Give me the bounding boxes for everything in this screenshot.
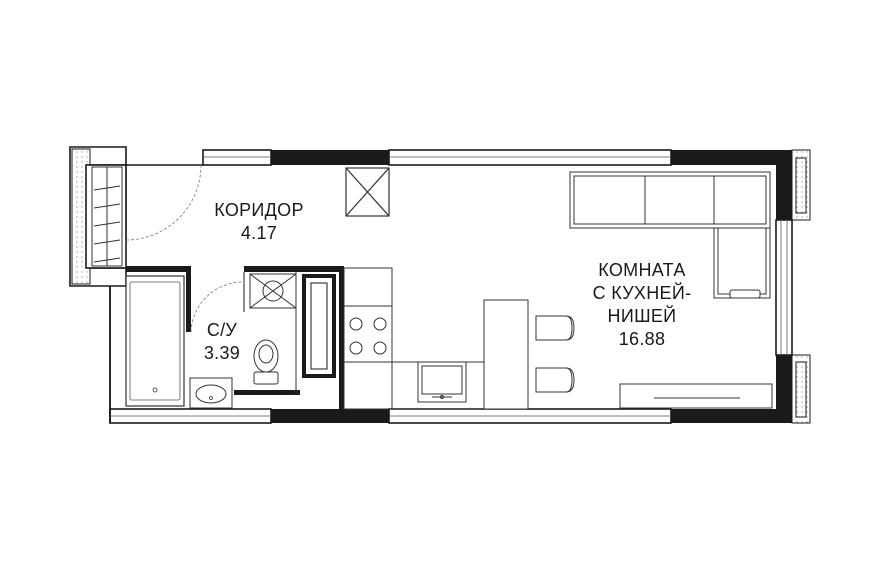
right-wall-bottom (776, 355, 792, 423)
wardrobe (91, 166, 123, 267)
bottom-column-1 (271, 409, 389, 423)
room-label-bathroom: С/У 3.39 (190, 319, 254, 365)
washing-machine (249, 273, 297, 309)
right-exterior (780, 149, 811, 424)
top-column-1 (271, 150, 389, 165)
living-name-line3: НИШЕЙ (607, 306, 677, 326)
shaft-wall (339, 266, 344, 409)
right-wall-top (776, 150, 792, 220)
room-label-corridor: КОРИДОР 4.17 (200, 199, 318, 245)
top-wall-left (202, 149, 272, 166)
bathroom-area: 3.39 (203, 343, 241, 363)
window-lines (110, 156, 671, 417)
bottom-column-2 (671, 409, 791, 423)
kitchen-island (483, 299, 529, 410)
bath-wall-right (186, 266, 191, 332)
sofa (569, 171, 771, 299)
corridor-area: 4.17 (240, 223, 278, 243)
kitchen (343, 267, 529, 410)
top-wall-window (388, 149, 672, 166)
solid-walls (126, 150, 792, 423)
vent-shaft (345, 167, 390, 217)
right-wall-window (775, 219, 793, 356)
entrance-door (125, 164, 203, 241)
bathtub (125, 275, 185, 407)
tv-stand (619, 383, 773, 409)
living-area: 16.88 (618, 329, 666, 349)
corridor-name: КОРИДОР (214, 200, 304, 220)
top-column-2 (671, 150, 791, 165)
bath-wall-bottom (234, 390, 300, 395)
living-name-line1: КОМНАТА (598, 260, 686, 280)
corridor-partition (126, 266, 190, 272)
room-label-living: КОМНАТА С КУХНЕЙ- НИШЕЙ 16.88 (578, 259, 706, 351)
bar-stools (535, 315, 575, 393)
bath-wall-top (244, 266, 344, 272)
living-name-line2: С КУХНЕЙ- (592, 283, 692, 303)
toilet (253, 339, 279, 385)
bathroom (125, 272, 297, 409)
utility-shaft (302, 274, 336, 378)
left-exterior (69, 146, 127, 423)
bathroom-name: С/У (206, 320, 238, 340)
